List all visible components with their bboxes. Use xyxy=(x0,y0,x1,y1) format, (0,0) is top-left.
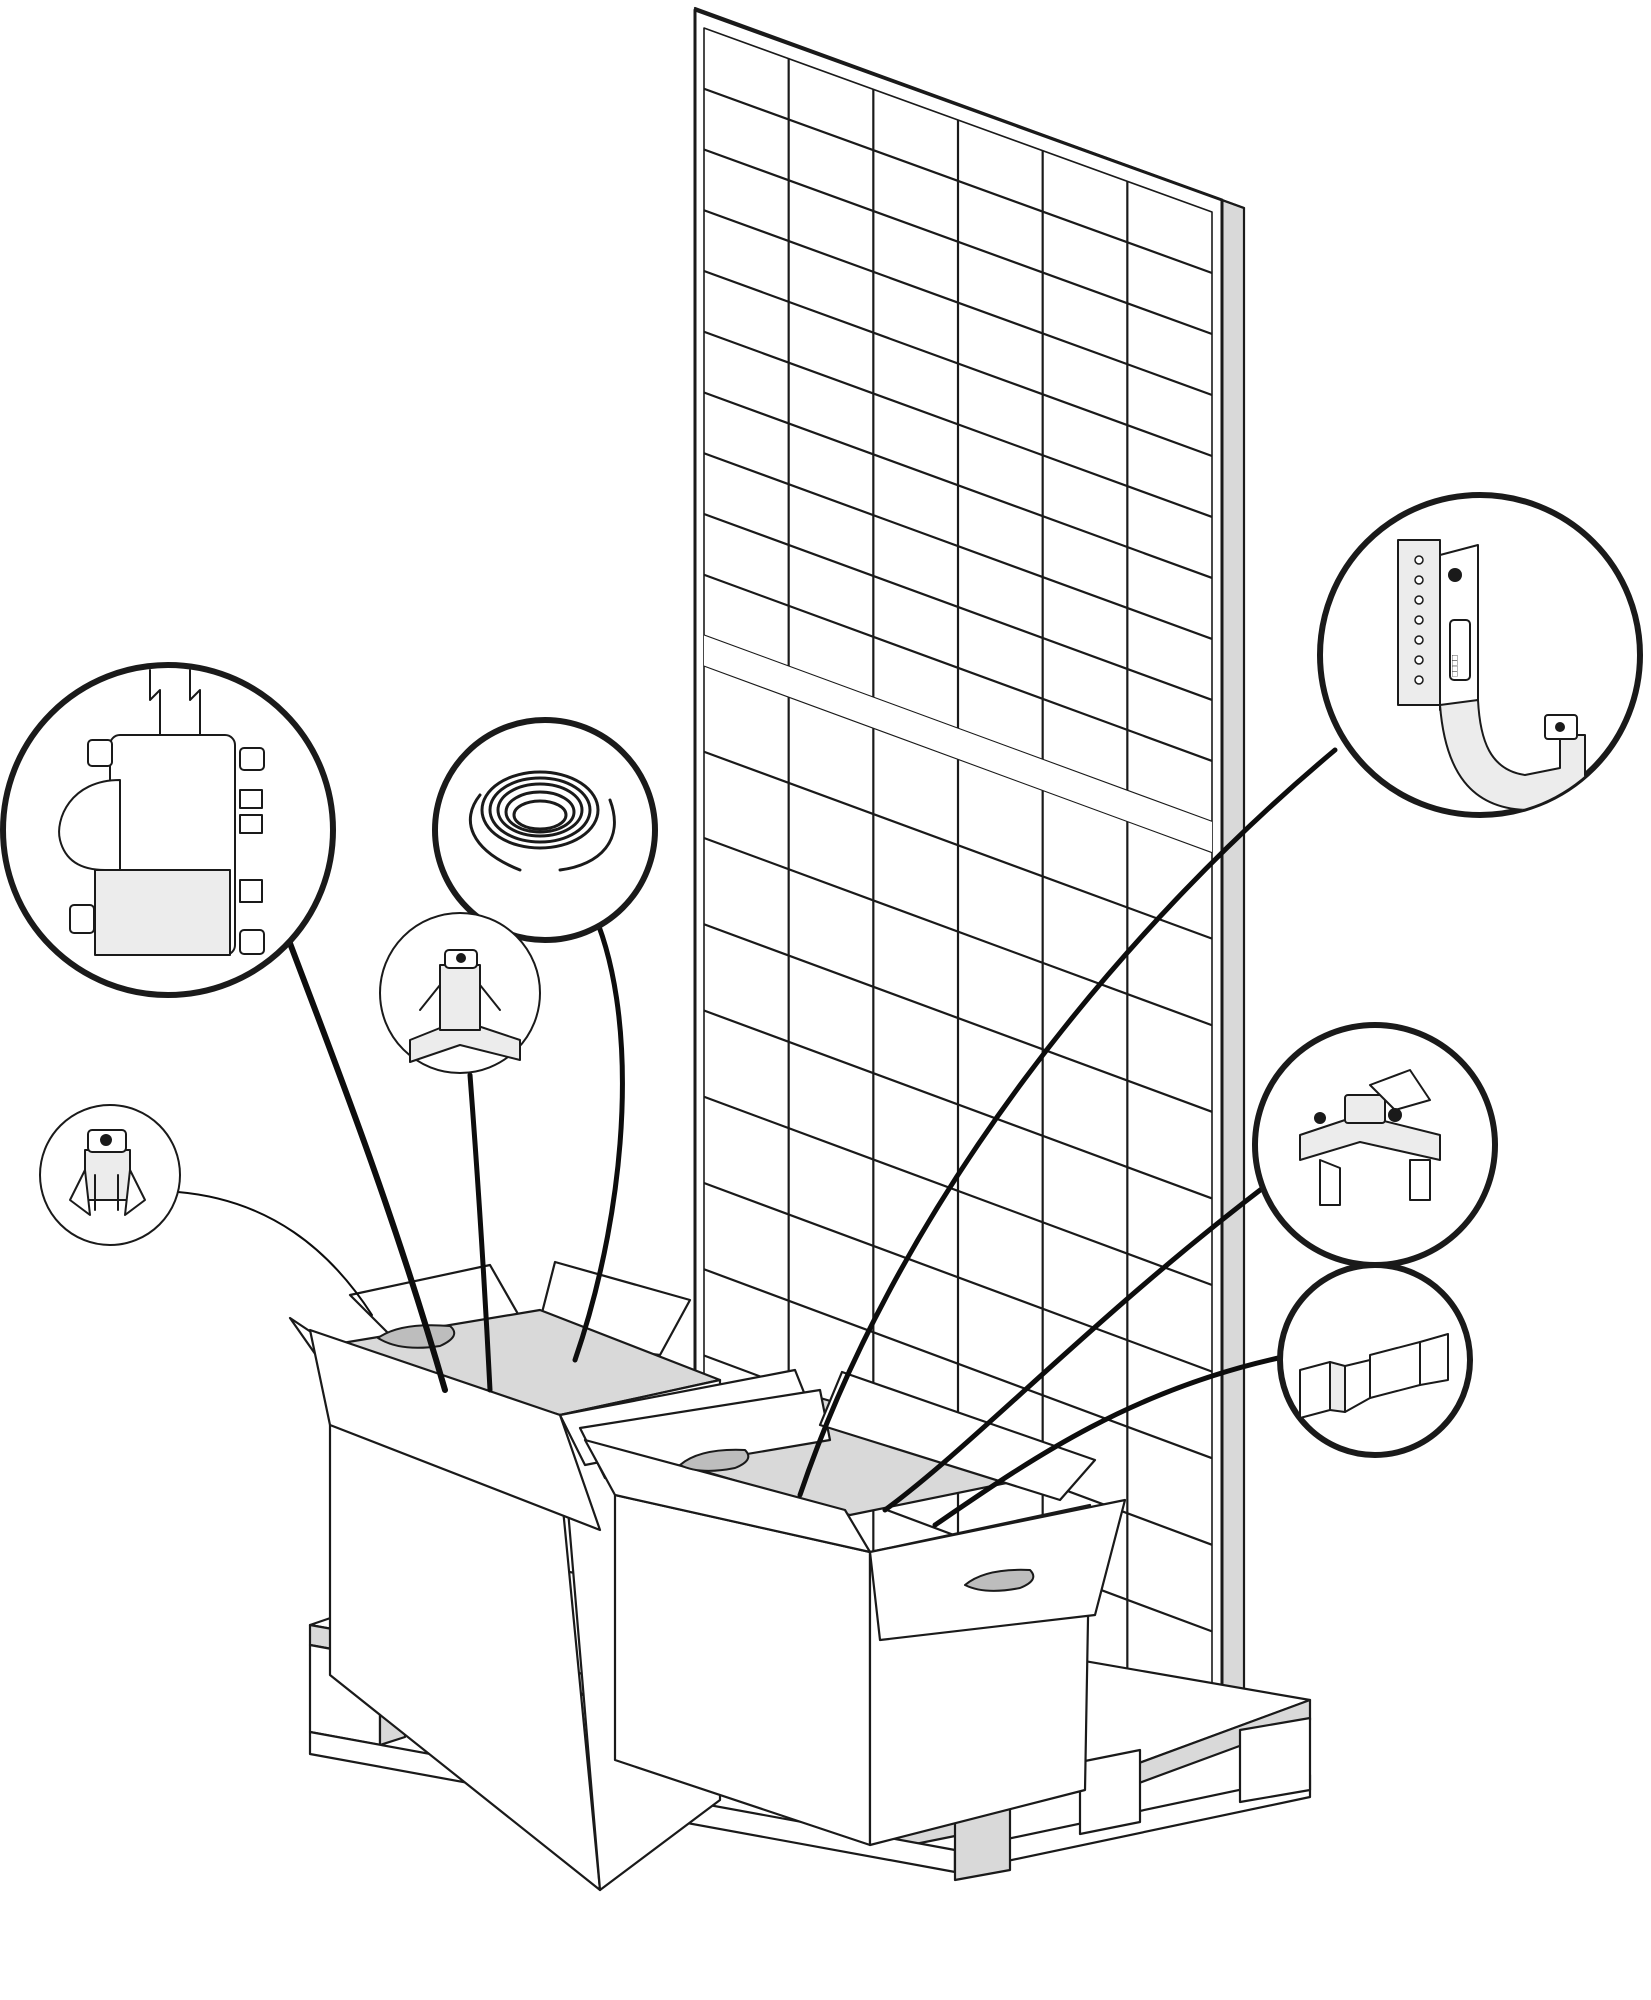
panel-cell-row-line xyxy=(703,269,1213,458)
roof-hook-hole xyxy=(1414,555,1424,565)
box-left-flap-front xyxy=(308,1328,602,1532)
callout-line-railclip xyxy=(882,1172,1283,1513)
cable-coil-icon xyxy=(469,770,616,872)
callout-line-roofhook xyxy=(797,747,1338,1498)
panel-cell-row-line xyxy=(703,573,1213,762)
roof-hook-icon: □□□□ xyxy=(1397,539,1586,811)
roof-hook-hole xyxy=(1414,595,1424,605)
callout-midclamp xyxy=(379,912,541,1074)
panel-cell-row-line xyxy=(703,750,1213,940)
roof-hook-hole xyxy=(1414,575,1424,585)
panel-cell-row-line xyxy=(703,148,1213,336)
pallet-block-right-end xyxy=(1238,1716,1312,1804)
box-right xyxy=(578,1370,1127,1847)
solar-panel xyxy=(693,6,1246,1742)
panel-cell-row-line xyxy=(703,1095,1213,1287)
box-right-back-flap-right xyxy=(818,1370,1097,1502)
callout-lines xyxy=(177,747,1338,1528)
callout-line-endclamp xyxy=(177,1191,373,1316)
panel-cell-row-line xyxy=(703,923,1213,1113)
roof-hook-hole xyxy=(1414,675,1424,685)
panel-cell-grid xyxy=(703,58,1213,1687)
box-left-handle xyxy=(377,1324,456,1349)
panel-center-gap xyxy=(704,635,1212,853)
mid-clamp-icon xyxy=(409,949,521,1063)
callout-connector xyxy=(1277,1262,1473,1458)
microinverter-icon xyxy=(58,669,265,956)
box-right-flap-right xyxy=(868,1498,1127,1642)
callout-inverter xyxy=(0,662,336,998)
panel-cell-row-line xyxy=(703,391,1213,579)
rail-connector-icon xyxy=(1299,1333,1449,1419)
panel-frame-side xyxy=(1220,198,1246,1742)
callout-line-inverter xyxy=(282,927,448,1393)
callout-endclamp xyxy=(39,1104,181,1246)
panel-cell-row-line xyxy=(703,836,1213,1027)
panel-cell-row-line xyxy=(703,452,1213,640)
panel-cell-row-line xyxy=(703,87,1213,275)
panel-cell-row-line xyxy=(703,1009,1213,1200)
panel-cell-row-line xyxy=(703,1181,1213,1373)
callout-line-cable xyxy=(572,902,625,1363)
box-right-handle-side xyxy=(964,1568,1035,1592)
panel-cell-row-line xyxy=(703,209,1213,397)
callout-cable xyxy=(432,717,658,943)
box-right-handle-back xyxy=(679,1448,750,1472)
pallet-block-right-mid xyxy=(1078,1748,1142,1836)
panel-cell-row-line xyxy=(703,1268,1213,1460)
roof-hook-hole xyxy=(1414,615,1424,625)
callout-line-midclamp xyxy=(467,1072,493,1393)
callout-railclip xyxy=(1252,1022,1498,1268)
svg-text:□□□□: □□□□ xyxy=(1450,655,1460,677)
panel-cell-row-line xyxy=(703,330,1213,518)
callout-roofhook: □□□□ xyxy=(1317,492,1643,818)
panel-cell-row-line xyxy=(703,512,1213,701)
callout-line-connector xyxy=(932,1354,1286,1528)
roof-hook-hole xyxy=(1414,655,1424,665)
rail-clip-icon xyxy=(1299,1069,1441,1206)
end-clamp-icon xyxy=(69,1129,146,1216)
roof-hook-hole xyxy=(1414,635,1424,645)
